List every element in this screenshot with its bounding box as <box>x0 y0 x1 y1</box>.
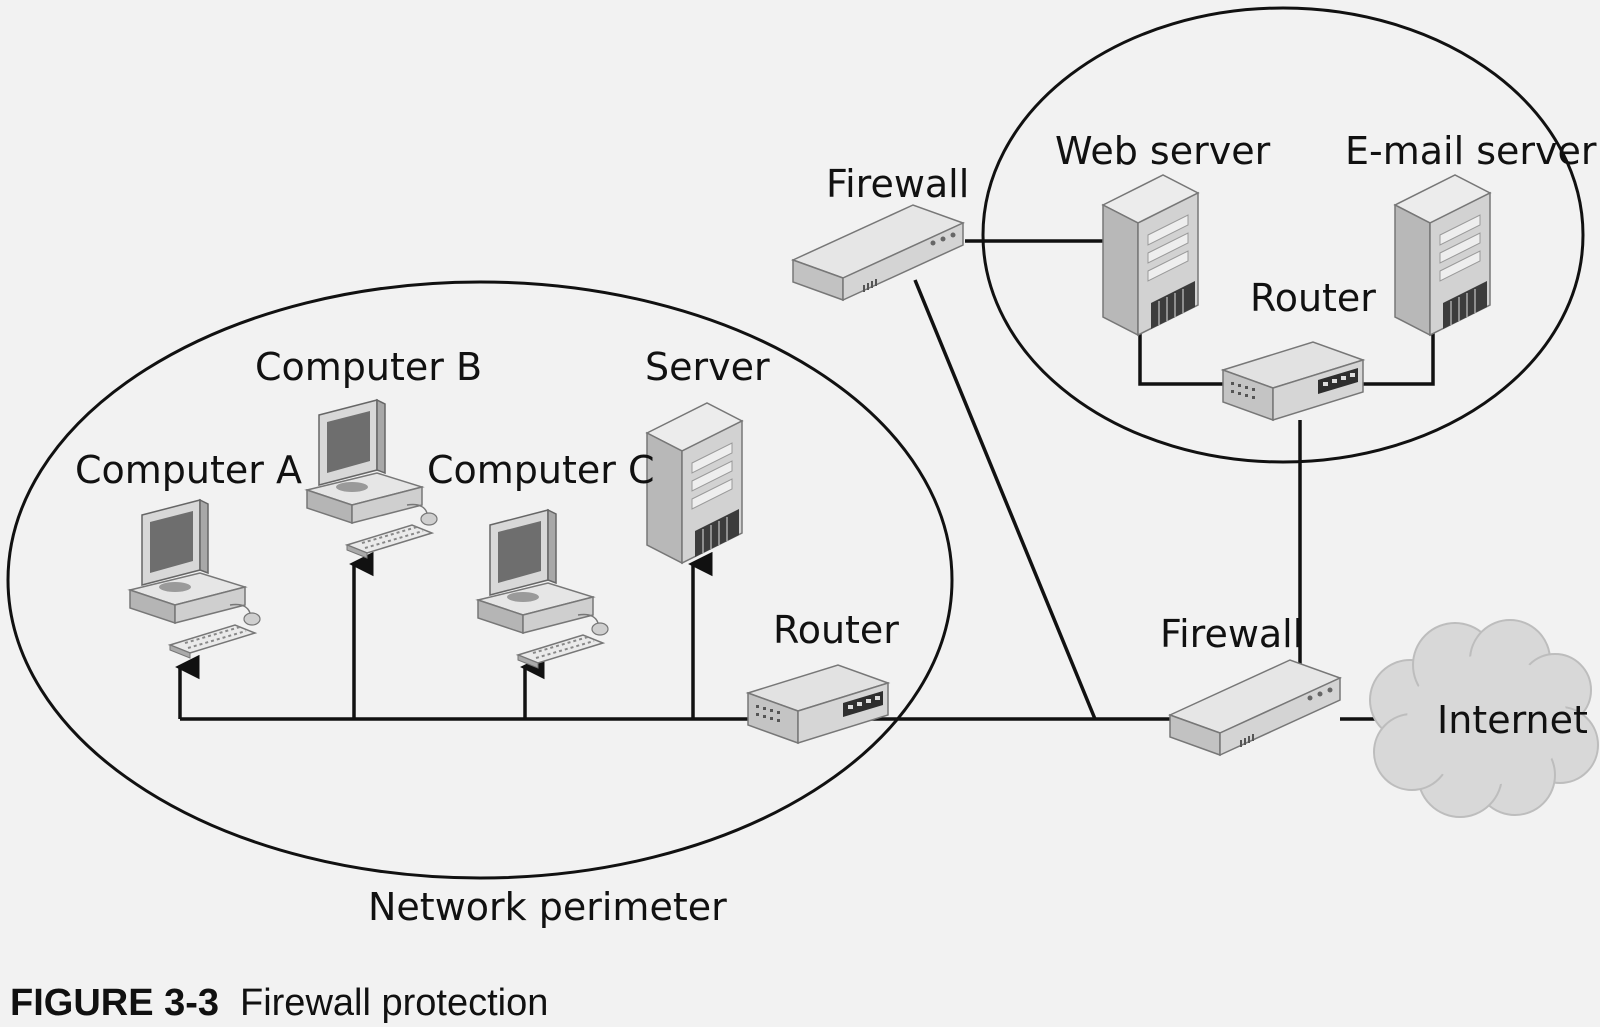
network-perimeter-zone <box>6 280 954 880</box>
firewall-bottom-icon <box>1169 659 1341 756</box>
server-label: Server <box>645 345 770 389</box>
network-perimeter-label: Network perimeter <box>368 885 727 929</box>
computer-b-icon <box>306 399 438 559</box>
internet-cloud-icon <box>1369 619 1599 818</box>
connection-lines <box>175 239 1435 721</box>
firewall-top-icon <box>792 204 964 301</box>
emailserver-to-router-line <box>1360 322 1435 386</box>
dmz-zone <box>981 6 1585 464</box>
server-icon <box>646 402 743 564</box>
email-server-label: E-mail server <box>1345 129 1597 173</box>
router-dmz-label: Router <box>1250 276 1376 320</box>
web-server-icon <box>1102 174 1199 336</box>
firewall-bottom-label: Firewall <box>1160 612 1303 656</box>
firewall-top-label: Firewall <box>826 162 969 206</box>
computer-a-label: Computer A <box>75 448 302 492</box>
internet-label: Internet <box>1437 698 1588 742</box>
router-dmz-icon <box>1222 341 1364 421</box>
figure-caption: Firewall protection <box>240 982 548 1023</box>
computer-a-icon <box>129 499 261 659</box>
webserver-to-router-line <box>1138 330 1225 386</box>
computer-b-label: Computer B <box>255 345 482 389</box>
firewall-top-diagonal-line <box>913 279 1097 720</box>
email-server-icon <box>1394 174 1491 336</box>
computer-c-label: Computer C <box>427 448 655 492</box>
web-server-label: Web server <box>1055 129 1271 173</box>
router-internal-label: Router <box>773 608 899 652</box>
computer-c-icon <box>477 509 609 669</box>
figure-number: FIGURE 3-3 <box>10 982 219 1023</box>
router-internal-icon <box>747 664 889 744</box>
